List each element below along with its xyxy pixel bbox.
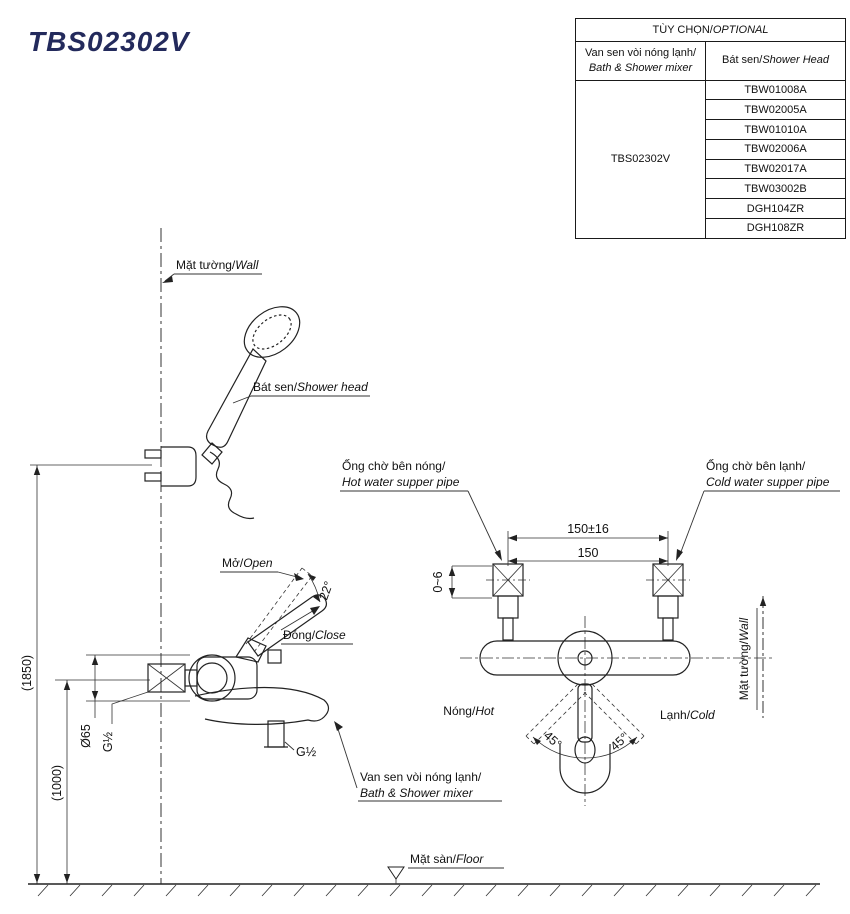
shower-head-label: Bát sen/Shower head (232, 380, 370, 404)
dim-pipe-span: 150±16 150 (507, 522, 669, 566)
hot-supply-flange (486, 563, 530, 641)
swing-right-label: 45° (608, 731, 631, 754)
shower-code-row: TBW02006A (706, 140, 845, 160)
dim-flange-label: Ø65 (79, 724, 93, 748)
shower-head-drawing (144, 306, 301, 520)
thread-inlet: G½ (101, 691, 149, 752)
mixer-code-cell: TBS02302V (576, 80, 706, 238)
dim-flange-dia: Ø65 (79, 654, 190, 748)
hot-pipe-callout: Ống chờ bên nóng/ Hot water supper pipe (340, 458, 502, 561)
hot-eccentric-union (497, 595, 519, 619)
dim-wall-gap: 0~6 (431, 565, 492, 599)
shower-code-row: TBW01008A (706, 81, 845, 101)
mixer-label: Van sen vòi nóng lạnh/ Bath & Shower mix… (334, 721, 502, 802)
diverter-knob (267, 649, 282, 664)
shower-code-list: TBW01008A TBW02005A TBW01010A TBW02006A … (706, 81, 845, 238)
open-label: Mở/Open (220, 556, 304, 581)
options-header-vi: TÙY CHỌN/ (652, 24, 713, 36)
swing-left-label: 45° (541, 729, 564, 752)
handle-pivot (235, 637, 267, 663)
bracket-anchor-bottom (144, 472, 162, 482)
svg-text:Van sen vòi nóng lạnh/: Van sen vòi nóng lạnh/ (360, 770, 482, 784)
valve-escutcheon-front (557, 630, 613, 686)
close-label: Đóng/Close (280, 606, 353, 645)
handle-front-solid (574, 683, 596, 764)
shower-head-spray (252, 314, 292, 350)
spout-front (559, 744, 611, 794)
shower-handle (205, 348, 267, 448)
handle-lever-open-dashed (245, 567, 313, 653)
wall-bracket (161, 446, 197, 487)
shower-head-face (243, 306, 301, 358)
hose-outlet-stub (267, 720, 285, 748)
thread-spout-label: G½ (296, 745, 317, 759)
valve-body (196, 656, 258, 700)
svg-text:Ống chờ bên lạnh/: Ống chờ bên lạnh/ (706, 458, 806, 473)
svg-text:Đóng/Close: Đóng/Close (283, 628, 346, 642)
options-table: TÙY CHỌN/OPTIONAL Van sen vòi nóng lạnh/… (575, 18, 846, 239)
dim-span-tol-label: 150±16 (567, 522, 609, 536)
level-symbol (387, 866, 405, 880)
mixer-body-front (479, 640, 691, 676)
svg-text:Ống chờ bên nóng/: Ống chờ bên nóng/ (342, 458, 446, 473)
cold-label: Lạnh/Cold (660, 708, 715, 722)
dim-wall-gap-label: 0~6 (431, 571, 445, 592)
dim-span-label: 150 (578, 546, 599, 560)
shower-code-row: TBW01010A (706, 120, 845, 140)
hot-label: Nóng/Hot (443, 704, 494, 718)
cold-pipe-callout: Ống chờ bên lạnh/ Cold water supper pipe (676, 458, 840, 561)
svg-text:Mở/Open: Mở/Open (222, 556, 273, 570)
cold-eccentric-union (657, 595, 679, 619)
svg-text:Cold water supper pipe: Cold water supper pipe (706, 475, 830, 489)
dim-1850-label: (1850) (20, 655, 34, 691)
bracket-anchor-top (144, 449, 162, 459)
wall-top-label: Mặt tường/Wall (162, 258, 262, 283)
mixer-side-view (147, 567, 330, 748)
shower-hose-coil (209, 451, 255, 520)
open-angle-label: 22° (316, 579, 336, 602)
floor-group: Mặt sàn/Floor (28, 852, 820, 897)
dim-1850: (1850) (20, 464, 152, 884)
shower-code-row: DGH108ZR (746, 222, 805, 235)
dim-1000-label: (1000) (50, 765, 64, 801)
handle-45-left-dashed (525, 683, 587, 745)
shower-code-row: TBW02005A (706, 100, 845, 121)
hose-connector (201, 442, 223, 465)
col-mixer-header: Van sen vòi nóng lạnh/ Bath & Shower mix… (576, 42, 706, 80)
wall-top-arrow (162, 276, 173, 283)
wall-right-indicator: Mặt tường/Wall (737, 596, 767, 718)
svg-text:Mặt tường/Wall: Mặt tường/Wall (176, 258, 259, 272)
svg-text:Bath & Shower mixer: Bath & Shower mixer (360, 786, 474, 800)
mixer-front-view: 150±16 150 0~6 (431, 522, 772, 806)
page-title: TBS02302V (28, 26, 190, 57)
thread-inlet-label: G½ (101, 731, 115, 752)
handle-45-right-dashed (583, 683, 645, 745)
shower-code-row: TBW02017A (706, 160, 845, 180)
options-table-header: TÙY CHỌN/OPTIONAL (576, 19, 845, 42)
svg-text:Hot water supper pipe: Hot water supper pipe (342, 475, 460, 489)
wall-right-label: Mặt tường/Wall (737, 617, 751, 700)
dim-1000: (1000) (50, 679, 150, 884)
handle-lever-solid (247, 594, 328, 657)
thread-spout: G½ (284, 741, 317, 759)
inlet-pipe (184, 669, 198, 687)
floor-hatch (37, 884, 817, 897)
cold-supply-flange (646, 563, 690, 641)
svg-text:Bát sen/Shower head: Bát sen/Shower head (253, 380, 368, 394)
escutcheon-flange (188, 654, 236, 702)
floor-label: Mặt sàn/Floor (410, 852, 484, 866)
shower-code-row: DGH104ZR (706, 199, 845, 219)
col-shower-header: Bát sen/Shower Head (721, 54, 829, 67)
shower-code-row: TBW03002B (706, 179, 845, 200)
options-header-en: OPTIONAL (712, 24, 769, 36)
